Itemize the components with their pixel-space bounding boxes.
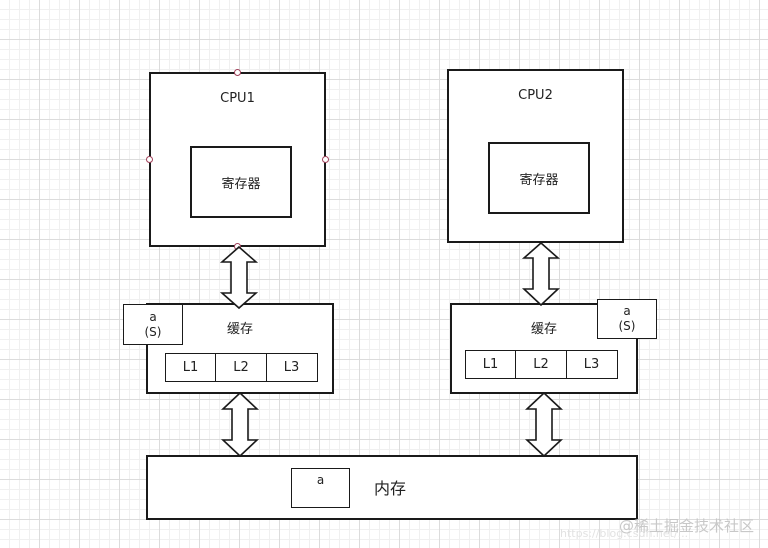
- cpu1-cache-tag[interactable]: a (S): [123, 304, 183, 345]
- cpu1-title: CPU1: [220, 91, 255, 106]
- cpu1-cache-title: 缓存: [226, 322, 253, 337]
- arrow-cache2-memory[interactable]: [524, 391, 564, 458]
- cpu1-cache-l2[interactable]: L2: [216, 354, 267, 381]
- memory-box[interactable]: a 内存: [146, 455, 638, 520]
- watermark-url: https://blog.csdn.net/...: [560, 527, 689, 540]
- cpu2-cache-l2[interactable]: L2: [516, 351, 567, 378]
- cpu1-cache-tag-var: a: [149, 309, 157, 324]
- cpu1-top-handle[interactable]: [234, 69, 241, 76]
- cpu1-box[interactable]: CPU1 寄存器: [149, 72, 326, 247]
- cpu1-register-label: 寄存器: [221, 176, 261, 192]
- arrow-cpu1-cache[interactable]: [219, 245, 259, 310]
- cpu1-cache-levels: L1 L2 L3: [165, 353, 318, 382]
- cpu2-cache-tag[interactable]: a (S): [597, 299, 657, 339]
- cpu1-left-handle[interactable]: [146, 156, 153, 163]
- cpu2-box[interactable]: CPU2 寄存器: [447, 69, 624, 243]
- cpu2-cache-box[interactable]: 缓存 L1 L2 L3: [450, 303, 638, 394]
- cpu2-cache-l1[interactable]: L1: [466, 351, 516, 378]
- arrow-cpu2-cache[interactable]: [521, 241, 561, 307]
- cpu2-cache-tag-var: a: [623, 304, 631, 318]
- memory-var: a: [316, 473, 325, 487]
- memory-title: 内存: [374, 479, 407, 498]
- cpu1-cache-tag-state: (S): [144, 324, 162, 339]
- watermark-text: @稀土掘金技术社区: [618, 517, 754, 535]
- cpu1-cache-l3[interactable]: L3: [283, 360, 300, 375]
- cpu2-register-label: 寄存器: [519, 172, 559, 188]
- cpu1-right-handle[interactable]: [322, 156, 329, 163]
- arrow-cache1-memory[interactable]: [220, 391, 260, 458]
- cpu2-cache-tag-state: (S): [618, 319, 636, 333]
- cpu2-register[interactable]: 寄存器: [488, 142, 590, 214]
- cpu1-register[interactable]: 寄存器: [190, 146, 292, 218]
- cpu2-title: CPU2: [518, 88, 553, 103]
- cpu2-cache-title: 缓存: [530, 322, 557, 337]
- cpu2-cache-l3[interactable]: L3: [583, 357, 600, 372]
- cpu1-cache-l1[interactable]: L1: [166, 354, 216, 381]
- cpu2-cache-levels: L1 L2 L3: [465, 350, 618, 379]
- memory-var-box[interactable]: a: [291, 468, 350, 508]
